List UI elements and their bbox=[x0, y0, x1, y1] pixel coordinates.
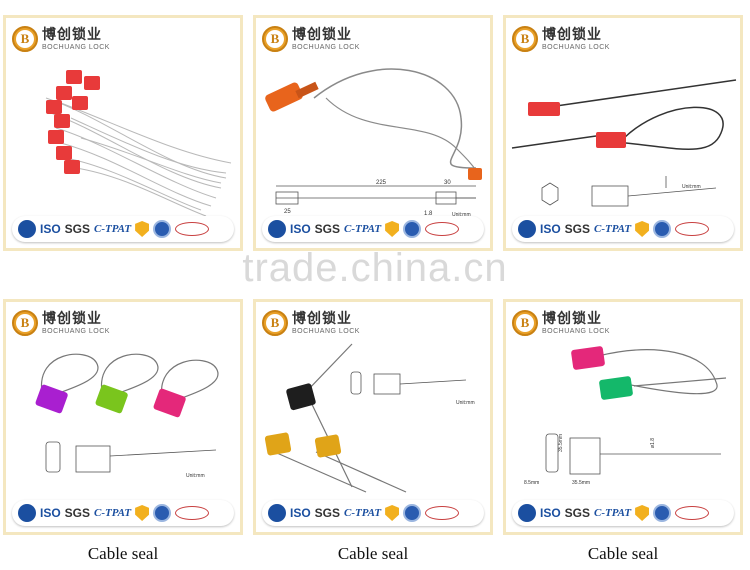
svg-text:Unit:mm: Unit:mm bbox=[456, 400, 475, 406]
shield-icon bbox=[635, 505, 650, 521]
certification-bar: ISO SGS C-TPAT bbox=[512, 500, 734, 526]
seal-icon bbox=[403, 504, 422, 522]
iso-badge-icon bbox=[518, 220, 536, 238]
product-image-red-seals bbox=[45, 70, 232, 217]
shield-icon bbox=[635, 221, 650, 237]
brand-name-cn: 博创锁业 bbox=[42, 26, 102, 43]
iso-badge-icon bbox=[268, 504, 286, 522]
product-panel-5: B 博创锁业 BOCHUANG LOCK Unit:mm ISO SGS C-T… bbox=[253, 299, 493, 535]
certification-bar: ISO SGS C-TPAT bbox=[512, 216, 734, 242]
svg-text:30: 30 bbox=[444, 180, 451, 186]
svg-text:Unit:mm: Unit:mm bbox=[186, 473, 205, 479]
svg-text:35.5mm: 35.5mm bbox=[558, 434, 564, 452]
oval-logo-icon bbox=[175, 222, 210, 236]
iso-badge-icon bbox=[268, 220, 286, 238]
brand-logo-icon: B bbox=[12, 26, 38, 52]
shield-icon bbox=[385, 505, 400, 521]
product-image-pink-green-seals: 8.5mm 35.5mm 35.5mm ø1.8 bbox=[524, 346, 727, 486]
brand-header: B 博创锁业 BOCHUANG LOCK bbox=[12, 24, 110, 54]
product-image-red-cable-seals: Unit:mm bbox=[511, 79, 737, 207]
svg-text:ø1.8: ø1.8 bbox=[650, 438, 656, 448]
brand-logo-icon: B bbox=[512, 310, 538, 336]
brand-header: B 博创锁业 BOCHUANG LOCK bbox=[512, 24, 610, 54]
caption-2: Cable seal bbox=[337, 544, 409, 563]
brand-header: B 博创锁业 BOCHUANG LOCK bbox=[262, 24, 360, 54]
seal-icon bbox=[653, 220, 672, 238]
seal-icon bbox=[403, 220, 422, 238]
product-panel-6: B 博创锁业 BOCHUANG LOCK 8.5mm 35.5mm 35.5mm… bbox=[503, 299, 743, 535]
caption-3: Cable seal bbox=[587, 544, 659, 563]
svg-text:225: 225 bbox=[376, 180, 387, 186]
seal-icon bbox=[153, 220, 172, 238]
brand-logo-icon: B bbox=[262, 310, 288, 336]
iso-badge-icon bbox=[18, 220, 36, 238]
brand-logo-icon: B bbox=[262, 26, 288, 52]
shield-icon bbox=[135, 221, 150, 237]
product-panel-2: B 博创锁业 BOCHUANG LOCK 225 25 30 1.8 Unit:… bbox=[253, 15, 493, 251]
brand-header: B 博创锁业 BOCHUANG LOCK bbox=[12, 308, 110, 338]
product-image-orange-seal: 225 25 30 1.8 Unit:mm bbox=[265, 68, 482, 218]
brand-name-en: BOCHUANG LOCK bbox=[42, 43, 110, 51]
svg-text:8.5mm: 8.5mm bbox=[524, 480, 539, 486]
oval-logo-icon bbox=[675, 506, 710, 520]
product-panel-1: B 博创锁业 BOCHUANG LOCK bbox=[3, 15, 243, 251]
seal-icon bbox=[653, 504, 672, 522]
brand-header: B 博创锁业 BOCHUANG LOCK bbox=[512, 308, 610, 338]
svg-text:1.8: 1.8 bbox=[424, 211, 433, 217]
brand-logo-icon: B bbox=[512, 26, 538, 52]
oval-logo-icon bbox=[425, 506, 460, 520]
brand-logo-icon: B bbox=[12, 310, 38, 336]
iso-badge-icon bbox=[18, 504, 36, 522]
oval-logo-icon bbox=[675, 222, 710, 236]
product-panel-4: B 博创锁业 BOCHUANG LOCK Unit:mm ISO SGS C-T… bbox=[3, 299, 243, 535]
product-image-black-gold-seals: Unit:mm bbox=[264, 343, 475, 493]
caption-1: Cable seal bbox=[87, 544, 159, 563]
svg-text:Unit:mm: Unit:mm bbox=[682, 184, 701, 190]
product-image-colored-cable-seals: Unit:mm bbox=[35, 353, 219, 479]
certification-bar: ISO SGS C-TPAT bbox=[262, 216, 484, 242]
certification-bar: ISO SGS C-TPAT bbox=[262, 500, 484, 526]
svg-text:25: 25 bbox=[284, 209, 291, 215]
seal-icon bbox=[153, 504, 172, 522]
watermark: trade.china.cn bbox=[242, 246, 508, 290]
oval-logo-icon bbox=[425, 222, 460, 236]
product-panel-3: B 博创锁业 BOCHUANG LOCK Unit:mm ISO SGS C-T… bbox=[503, 15, 743, 251]
oval-logo-icon bbox=[175, 506, 210, 520]
shield-icon bbox=[385, 221, 400, 237]
shield-icon bbox=[135, 505, 150, 521]
svg-text:35.5mm: 35.5mm bbox=[572, 480, 590, 486]
iso-badge-icon bbox=[518, 504, 536, 522]
certification-bar: ISO SGS C-TPAT bbox=[12, 216, 234, 242]
certification-bar: ISO SGS C-TPAT bbox=[12, 500, 234, 526]
brand-header: B 博创锁业 BOCHUANG LOCK bbox=[262, 308, 360, 338]
svg-text:Unit:mm: Unit:mm bbox=[452, 212, 471, 218]
